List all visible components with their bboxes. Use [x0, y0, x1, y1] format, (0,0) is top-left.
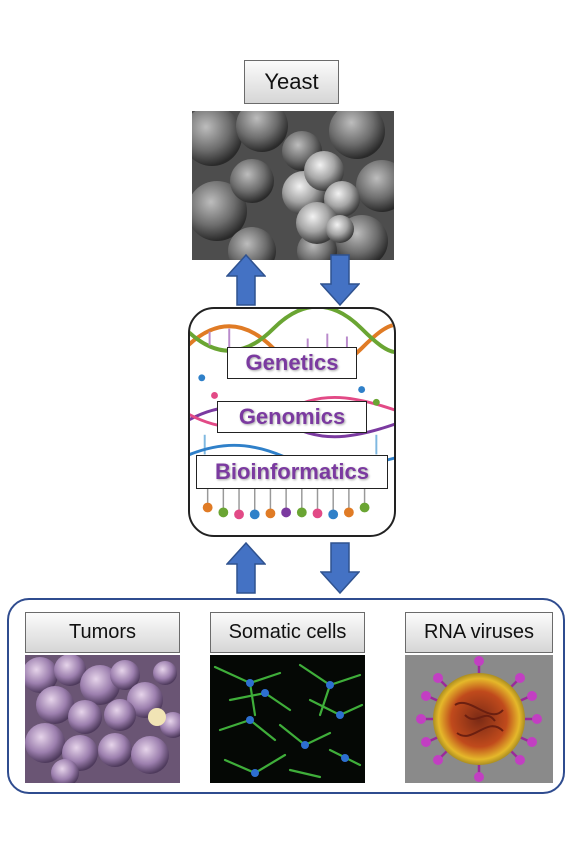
tumors-label: Tumors — [25, 612, 180, 653]
genetics-hub: Genetics Genomics Bioinformatics — [188, 307, 396, 537]
yeast-image — [192, 111, 394, 260]
arrow-down-icon — [320, 542, 360, 594]
yeast-label-text: Yeast — [264, 69, 319, 94]
somatic-cells-label: Somatic cells — [210, 612, 365, 653]
tumors-image — [25, 655, 180, 783]
model-systems-group — [7, 598, 565, 794]
arrow-down-icon — [320, 254, 360, 306]
rna-viruses-label: RNA viruses — [405, 612, 553, 653]
genetics-term: Genetics — [227, 347, 357, 379]
arrow-up-icon — [226, 542, 266, 594]
rna-viruses-image — [405, 655, 553, 783]
genomics-term: Genomics — [217, 401, 367, 433]
yeast-label: Yeast — [244, 60, 339, 104]
somatic-cells-image — [210, 655, 365, 783]
bioinformatics-term: Bioinformatics — [196, 455, 388, 489]
arrow-up-icon — [226, 254, 266, 306]
